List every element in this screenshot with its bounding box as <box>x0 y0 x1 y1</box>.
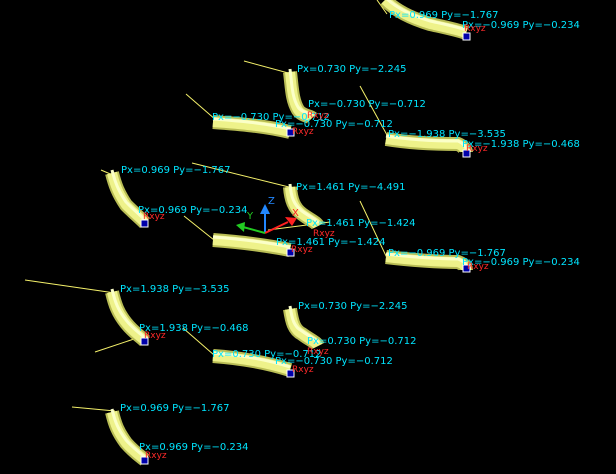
square-node-icon <box>140 219 149 228</box>
pipe-segment-highlight <box>288 68 314 117</box>
load-label: Px=−0.730 Py=−0.712 <box>212 112 330 123</box>
constraint-label: Rxyz <box>467 262 489 272</box>
axis-z-label: Z <box>268 196 275 207</box>
pipe-segment-highlight <box>110 288 147 340</box>
load-label: Px=0.730 Py=−2.245 <box>297 64 407 75</box>
square-node-icon <box>140 337 149 346</box>
axis-x-label: X <box>292 208 299 219</box>
load-label: Px=0.969 Py=−0.234 <box>139 442 249 453</box>
square-node-icon <box>286 128 295 137</box>
load-lead-line <box>359 85 388 136</box>
load-lead-line <box>185 93 217 121</box>
load-lead-line <box>71 406 116 412</box>
load-label: Px=0.969 Py=−0.234 <box>138 205 248 216</box>
load-label: Px=1.461 Py=−1.424 <box>306 218 416 229</box>
pipe-segment-highlight <box>212 235 291 249</box>
pipe-segment-highlight <box>385 134 468 150</box>
pipe-segment-highlight <box>386 0 467 32</box>
axis-y-label: Y <box>246 211 254 222</box>
square-node-icon <box>462 32 471 41</box>
constraint-label: Rxyz <box>307 111 329 121</box>
square-node-icon <box>286 248 295 257</box>
pipe-segment-highlight <box>288 305 320 344</box>
constraint-label: Rxyz <box>143 212 165 222</box>
load-label: Px=−0.730 Py=−0.712 <box>308 99 426 110</box>
load-lead-line <box>182 327 215 356</box>
square-node-icon <box>286 369 295 378</box>
constraint-label: Rxyz <box>307 347 329 357</box>
load-label: Px=−1.938 Py=−3.535 <box>388 129 506 140</box>
load-label: Px=1.461 Py=−4.491 <box>296 182 406 193</box>
load-label: Px=0.969 Py=−1.767 <box>120 403 230 414</box>
constraint-label: Rxyz <box>292 365 314 375</box>
constraint-label: Rxyz <box>291 245 313 255</box>
pipe-segment-highlight <box>288 183 320 224</box>
pipe-segment-highlight <box>110 169 147 222</box>
pipe-segment-highlight <box>212 117 291 131</box>
load-label: Px=−0.969 Py=−0.234 <box>462 20 580 31</box>
constraint-label: Rxyz <box>292 127 314 137</box>
load-lead-line <box>24 279 116 294</box>
constraint-label: Rxyz <box>464 24 486 34</box>
square-node-icon <box>462 149 471 158</box>
load-lead-line <box>183 215 215 241</box>
load-label: Px=−0.969 Py=−1.767 <box>388 248 506 259</box>
load-label: Px=0.969 Py=−1.767 <box>121 165 231 176</box>
pipe-segment <box>212 235 291 255</box>
load-lead-line <box>376 0 388 15</box>
load-lead-line <box>191 162 294 189</box>
load-label: Px=0.730 Py=−2.245 <box>298 301 408 312</box>
pipe-segment <box>212 117 292 137</box>
constraint-label: Rxyz <box>145 451 167 461</box>
pipe-segment <box>212 351 292 375</box>
load-label: Px=0.969 Py=−1.767 <box>389 10 499 21</box>
load-label: Px=0.730 Py=−0.712 <box>307 336 417 347</box>
load-label: Px=−0.730 Py=−0.712 <box>275 119 393 130</box>
pipe-segment-highlight <box>110 408 146 459</box>
square-node-icon <box>140 456 149 465</box>
constraint-label: Rxyz <box>466 144 488 154</box>
load-label: Px=1.938 Py=−0.468 <box>139 323 249 334</box>
load-label: Px=0.730 Py=−0.712 <box>212 349 322 360</box>
load-label: Px=−1.938 Py=−0.468 <box>462 139 580 150</box>
load-label: Px=1.938 Py=−3.535 <box>120 284 230 295</box>
constraint-label: Rxyz <box>313 229 335 239</box>
pipe-segment <box>381 0 468 38</box>
xyz-axis-triad-icon: Z X Y <box>236 196 299 234</box>
load-label: Px=−0.969 Py=−0.234 <box>462 257 580 268</box>
load-lead-line <box>359 200 388 259</box>
square-node-icon <box>462 264 471 273</box>
pipe-segment-highlight <box>212 351 291 369</box>
load-lead-line <box>243 60 293 75</box>
load-label: Px=1.461 Py=−1.424 <box>276 237 386 248</box>
pipe-segment-highlight <box>385 252 468 268</box>
constraint-label: Rxyz <box>144 331 166 341</box>
load-label: Px=−0.730 Py=−0.712 <box>275 356 393 367</box>
